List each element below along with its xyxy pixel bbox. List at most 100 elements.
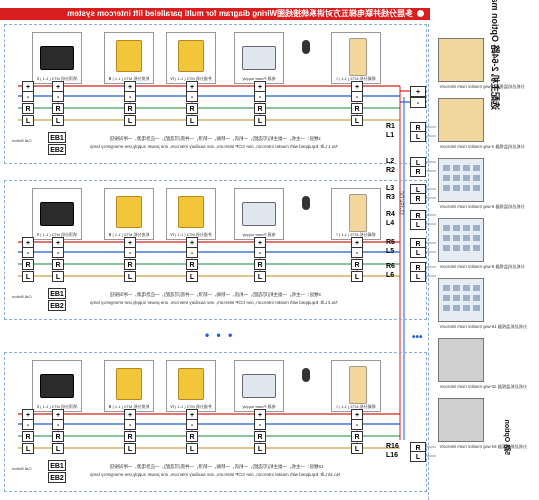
left-terminal-r: R	[22, 431, 34, 442]
monitor-key	[453, 285, 460, 291]
terminal-l: L	[186, 271, 198, 282]
continuation-dots-right: •••	[412, 332, 423, 343]
side-title: 选配主机 2-64路 Option master 2-64 way	[490, 0, 500, 110]
terminal-l: L	[186, 115, 198, 126]
terminal-r: R	[254, 431, 266, 442]
power-supply	[242, 46, 276, 70]
bus-terminal-label: R3	[386, 194, 395, 201]
bus-terminal-l5: L	[410, 247, 426, 258]
call-button-eb1[interactable]: EB1	[48, 132, 66, 143]
diagram-title-text: 多层分线并联电梯五方对讲系统接线图Wiring diagram for mult…	[67, 9, 413, 18]
call-button-eb1[interactable]: EB1	[48, 460, 66, 471]
call-button-label: Call Button	[12, 138, 32, 143]
terminal-l: L	[254, 115, 266, 126]
master-monitor-label: 分机总机监视器 6-way monitor room intercom	[440, 204, 525, 209]
bus-terminal-label: R4	[386, 211, 395, 218]
left-terminal-minus: -	[22, 91, 34, 102]
monitor-key	[443, 165, 450, 171]
monitor-key	[453, 305, 460, 311]
bus-terminal-label: R1	[386, 123, 395, 130]
monitor-key	[463, 305, 470, 311]
call-button-eb2[interactable]: EB2	[48, 300, 66, 311]
bus-terminal-l1: L	[410, 131, 426, 142]
monitor-key	[453, 295, 460, 301]
terminal-r: R	[254, 103, 266, 114]
monitor-key	[463, 285, 470, 291]
monitor-key	[453, 245, 460, 251]
master-monitor	[438, 98, 484, 142]
terminal-r: R	[52, 431, 64, 442]
monitor-key	[443, 295, 450, 301]
handset-intercom	[349, 38, 367, 76]
monitor-key	[463, 295, 470, 301]
bus-terminal-l16: L	[410, 451, 426, 462]
call-button-eb1[interactable]: EB1	[48, 288, 66, 299]
terminal-minus: -	[254, 91, 266, 102]
master-monitor	[438, 278, 484, 322]
power-terminal-plus: +	[410, 86, 426, 97]
call-button-eb2[interactable]: EB2	[48, 144, 66, 155]
terminal-l: L	[254, 271, 266, 282]
terminal-minus: -	[254, 419, 266, 430]
speaker-intercom	[178, 196, 204, 228]
bus-terminal-l4: L	[410, 219, 426, 230]
lift-note-cn: 2楼层：一主机，一副主机(可选配)，一机房，一轿厢，一轿顶，一井底(可选配)，一…	[110, 292, 321, 297]
terminal-l: L	[124, 271, 136, 282]
monitor-key	[463, 185, 470, 191]
monitor-key	[443, 305, 450, 311]
power-label: 12-15V DC	[397, 190, 404, 216]
master-monitor	[438, 38, 484, 82]
monitor-key	[463, 175, 470, 181]
terminal-r: R	[124, 103, 136, 114]
terminal-minus: -	[254, 247, 266, 258]
terminal-l: L	[351, 271, 363, 282]
terminal-r: R	[186, 103, 198, 114]
terminal-minus: -	[52, 91, 64, 102]
lift-note-cn: 1楼层：一主机，一副主机(可选配)，一机房，一轿厢，一轿顶，一井底(可选配)，一…	[110, 136, 321, 141]
bus-terminal-label: L1	[386, 132, 395, 139]
monitor-key	[473, 185, 480, 191]
speaker-intercom	[116, 368, 142, 400]
bus-terminal-label: R5	[386, 239, 395, 246]
handset-intercom	[349, 194, 367, 232]
terminal-r: R	[52, 103, 64, 114]
monitor-key	[443, 235, 450, 241]
bus-terminal-label: L2	[386, 158, 395, 165]
terminal-l: L	[52, 115, 64, 126]
camera-icon	[302, 196, 310, 210]
bus-terminal-label: L4	[386, 220, 395, 227]
terminal-l: L	[124, 443, 136, 454]
left-terminal-l: L	[22, 115, 34, 126]
bus-terminal-label: L5	[386, 248, 395, 255]
emergency-lamp	[40, 202, 74, 226]
terminal-minus: -	[124, 91, 136, 102]
call-button-label: Call Button	[12, 294, 32, 299]
call-button-eb2[interactable]: EB2	[48, 472, 66, 483]
monitor-key	[473, 295, 480, 301]
monitor-key	[453, 225, 460, 231]
terminal-minus: -	[124, 419, 136, 430]
speaker-intercom	[116, 40, 142, 72]
terminal-r: R	[186, 259, 198, 270]
diagram-title: 多层分线并联电梯五方对讲系统接线图Wiring diagram for mult…	[0, 8, 430, 20]
monitor-key	[443, 285, 450, 291]
terminal-l: L	[186, 443, 198, 454]
monitor-key	[443, 185, 450, 191]
bus-terminal-label: L16	[386, 452, 399, 459]
bus-terminal-label: R16	[386, 443, 399, 450]
terminal-l: L	[52, 443, 64, 454]
terminal-minus: -	[52, 247, 64, 258]
terminal-l: L	[254, 443, 266, 454]
speaker-intercom	[116, 196, 142, 228]
lift-note-cn: 16楼层：一主机，一副主机(可选配)，一机房，一轿厢，一轿顶，一井底(可选配)，…	[110, 464, 324, 469]
monitor-key	[453, 175, 460, 181]
power-terminal-minus: -	[410, 97, 426, 108]
bus-terminal-label: L3	[386, 185, 395, 192]
terminal-minus: -	[351, 91, 363, 102]
bus-terminal-label: R6	[386, 263, 395, 270]
terminal-l: L	[52, 271, 64, 282]
left-terminal-l: L	[22, 271, 34, 282]
terminal-minus: -	[186, 247, 198, 258]
camera-icon	[302, 368, 310, 382]
